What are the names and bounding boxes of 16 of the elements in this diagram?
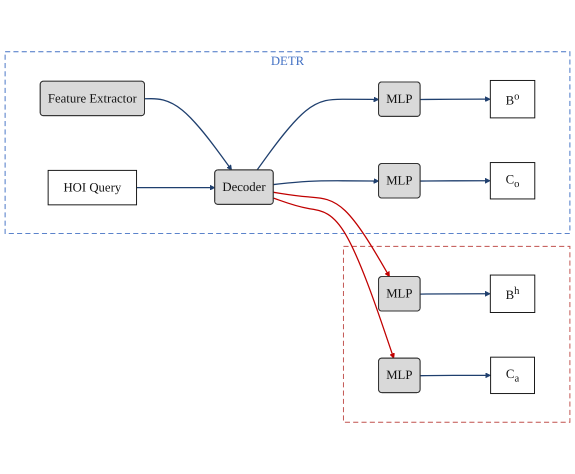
arrow bbox=[420, 178, 491, 184]
node-box: B$^{o}$ bbox=[490, 80, 536, 118]
arrow bbox=[273, 178, 380, 186]
cluster bbox=[342, 246, 570, 423]
arrow bbox=[273, 192, 390, 278]
arrow bbox=[420, 372, 491, 378]
arrow bbox=[420, 290, 491, 297]
arrow bbox=[136, 184, 216, 190]
arrow bbox=[144, 98, 232, 170]
node-box: HOI Query bbox=[48, 170, 138, 206]
arrow bbox=[256, 96, 380, 171]
node-box: B$^{h}$ bbox=[490, 274, 536, 313]
arrow bbox=[420, 96, 491, 102]
node-box: C$_{o}$ bbox=[490, 162, 536, 200]
arrow bbox=[273, 198, 395, 359]
node-box: C$_{a}$ bbox=[490, 356, 535, 394]
